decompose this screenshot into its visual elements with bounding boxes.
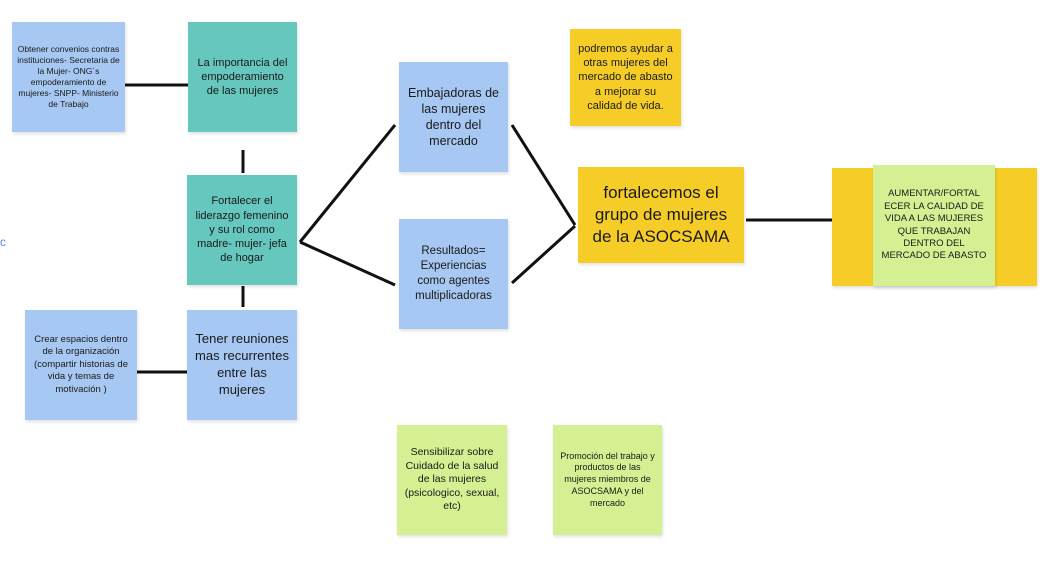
- note-sensibilizar-salud: Sensibilizar sobre Cuidado de la salud d…: [397, 425, 507, 535]
- note-fortalecer-liderazgo: Fortalecer el liderazgo femenino y su ro…: [187, 175, 297, 285]
- note-crear-espacios: Crear espacios dentro de la organización…: [25, 310, 137, 420]
- note-promocion-trabajo: Promoción del trabajo y productos de las…: [553, 425, 662, 535]
- connector-liderazgo-embajadoras: [298, 124, 397, 243]
- note-resultados: Resultados= Experiencias como agentes mu…: [399, 219, 508, 329]
- note-obtener-convenios: Obtener convenios contras instituciones-…: [12, 22, 125, 132]
- connector-resultados-fortalecemos: [510, 224, 577, 285]
- note-fortalecemos-grupo: fortalecemos el grupo de mujeres de la A…: [578, 167, 744, 263]
- note-importancia-empoderamiento: La importancia del empoderamiento de las…: [188, 22, 297, 132]
- note-podremos-ayudar: podremos ayudar a otras mujeres del merc…: [570, 29, 681, 126]
- connector-liderazgo-resultados: [299, 240, 396, 287]
- note-tener-reuniones: Tener reuniones mas recurrentes entre la…: [187, 310, 297, 420]
- connector-embajadoras-fortalecemos: [510, 124, 577, 226]
- note-aumentar-calidad: AUMENTAR/FORTAL ECER LA CALIDAD DE VIDA …: [873, 165, 995, 286]
- note-embajadoras: Embajadoras de las mujeres dentro del me…: [399, 62, 508, 172]
- edge-mark: c: [0, 235, 6, 249]
